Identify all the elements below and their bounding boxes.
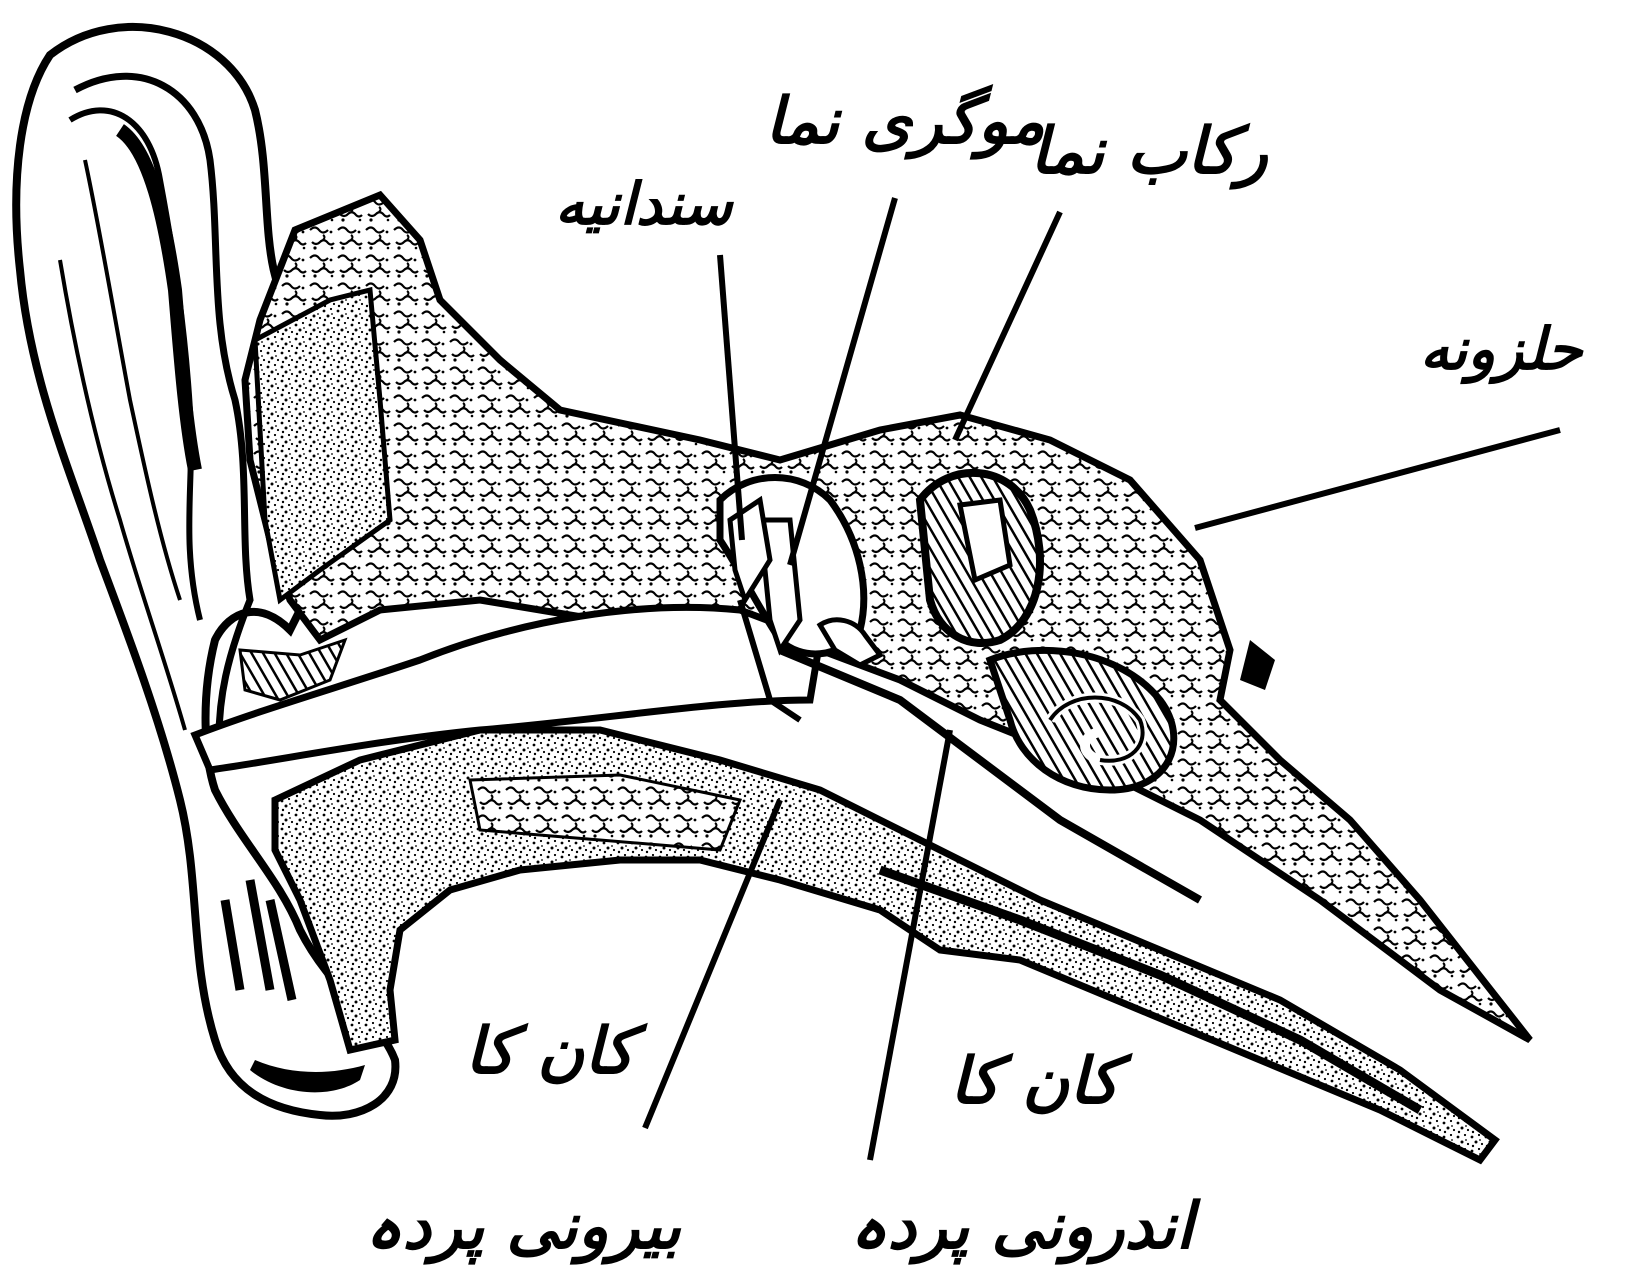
label-anvil: سندانیه	[555, 175, 732, 233]
label-outer-membrane: بیرونی پردہ	[365, 1195, 681, 1259]
label-inner-canal: کان کا	[950, 1050, 1119, 1114]
label-cochlea: حلزونه	[1420, 320, 1582, 378]
label-hammer: موگری نما	[765, 90, 1045, 154]
label-inner-membrane: اندرونی پردہ	[850, 1195, 1194, 1259]
leader-stirrup	[955, 212, 1060, 440]
leader-cochlea	[1195, 430, 1560, 528]
label-outer-canal: کان کا	[465, 1020, 634, 1084]
label-stirrup: رکاب نما	[1030, 120, 1268, 184]
